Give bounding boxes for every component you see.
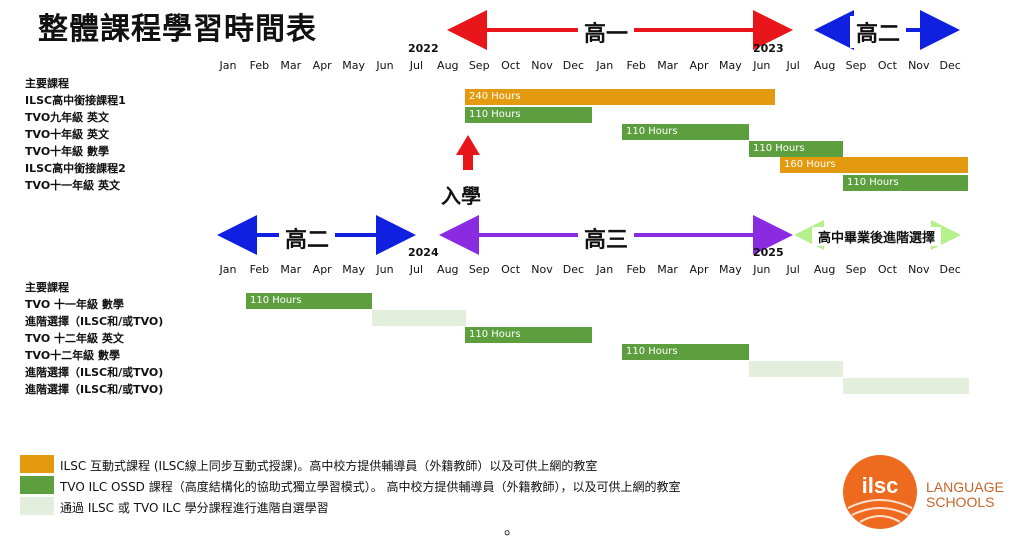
month-label: Apr (312, 263, 332, 276)
course-label: ILSC高中銜接課程2 (25, 162, 126, 175)
phase-grade10: 高一 (578, 16, 635, 48)
course-bar (749, 361, 843, 377)
page-title: 整體課程學習時間表 (38, 12, 317, 47)
logo-wordmark: LANGUAGE SCHOOLS (926, 480, 1004, 510)
month-label: Apr (689, 263, 709, 276)
month-label: Jul (409, 263, 424, 276)
course-bar: 110 Hours (622, 124, 749, 140)
month-label: Oct (877, 263, 897, 276)
month-label: Feb (626, 59, 646, 72)
month-label: Jun (376, 59, 394, 72)
month-label: May (719, 263, 742, 276)
course-bar: 110 Hours (465, 107, 592, 123)
ilsc-logo-icon: ilsc (843, 455, 917, 529)
month-label: Nov (908, 263, 930, 276)
course-bar: 110 Hours (622, 344, 749, 360)
month-label: Dec (562, 59, 585, 72)
month-label: Dec (939, 263, 961, 276)
month-label: Jul (409, 59, 424, 72)
month-label: Nov (531, 59, 553, 72)
section-header: 主要課程 (25, 77, 69, 90)
month-label: May (342, 59, 365, 72)
month-label: Dec (562, 263, 585, 276)
phase-grade11-bottom: 高二 (279, 222, 336, 254)
course-label: ILSC高中銜接課程1 (25, 94, 126, 107)
logo-line2: SCHOOLS (926, 494, 995, 510)
month-label: Oct (501, 263, 521, 276)
month-label: Feb (249, 263, 270, 276)
month-label: Jul (786, 263, 800, 276)
month-label: Nov (531, 263, 553, 276)
month-label: Aug (437, 59, 459, 72)
course-bar: 110 Hours (465, 327, 592, 343)
month-label: Oct (877, 59, 897, 72)
course-bar: 110 Hours (843, 175, 968, 191)
month-label: May (719, 59, 742, 72)
course-bar: 110 Hours (749, 141, 843, 157)
month-label: Jun (376, 263, 394, 276)
month-label: Mar (280, 263, 302, 276)
year-2025: 2025 (753, 246, 784, 259)
course-bar (843, 378, 969, 394)
phase-grade11: 高二 (850, 16, 907, 48)
legend-text: 通過 ILSC 或 TVO ILC 學分課程進行進階自選學習 (60, 501, 329, 515)
phase-grade12: 高三 (578, 222, 635, 254)
month-label: Nov (908, 59, 930, 72)
month-label: Sep (845, 263, 867, 276)
month-label: Aug (813, 59, 836, 72)
month-label: Feb (249, 59, 270, 72)
year-2022: 2022 (408, 42, 439, 55)
month-label: Aug (437, 263, 459, 276)
month-label: May (342, 263, 365, 276)
course-label: 進階選擇（ILSC和/或TVO) (25, 366, 164, 379)
course-bar: 110 Hours (246, 293, 372, 309)
legend-swatch-ilsc (20, 455, 54, 473)
month-label: Oct (501, 59, 521, 72)
course-label: TVO十一年級 英文 (25, 179, 121, 192)
course-bar (372, 310, 466, 326)
month-label: Sep (468, 263, 490, 276)
logo-line1: LANGUAGE (926, 479, 1004, 495)
month-label: Mar (280, 59, 302, 72)
section-header: 主要課程 (25, 281, 69, 294)
month-label: Aug (813, 263, 836, 276)
month-label: Jan (596, 263, 614, 276)
month-label: Apr (689, 59, 709, 72)
month-label: Sep (845, 59, 867, 72)
month-label: Jun (753, 263, 771, 276)
month-label: Dec (939, 59, 961, 72)
month-label: Jan (219, 59, 237, 72)
month-label: Jan (596, 59, 614, 72)
month-label: Jul (786, 59, 800, 72)
enrollment-label: 入學 (441, 184, 481, 208)
course-label: TVO 十一年級 數學 (25, 298, 124, 311)
course-label: 進階選擇（ILSC和/或TVO) (25, 315, 164, 328)
course-label: TVO十年級 數學 (25, 145, 110, 158)
legend-text: TVO ILC OSSD 課程（高度結構化的協助式獨立學習模式）。 高中校方提供… (60, 480, 681, 494)
course-label: TVO九年級 英文 (25, 111, 110, 124)
legend-swatch-advanced (20, 497, 54, 515)
month-label: Jan (219, 263, 237, 276)
month-label: Mar (657, 59, 678, 72)
month-label: Apr (312, 59, 332, 72)
phase-post-grad: 高中畢業後進階選擇 (812, 227, 942, 246)
logo-mark: ilsc (862, 473, 899, 498)
legend-swatch-tvo (20, 476, 54, 494)
course-label: TVO十二年級 數學 (25, 349, 121, 362)
month-label: Mar (657, 263, 678, 276)
course-bar: 240 Hours (465, 89, 775, 105)
course-bar: 160 Hours (780, 157, 968, 173)
footer-mark: 。 (504, 519, 521, 538)
year-2024: 2024 (408, 246, 439, 259)
course-label: 進階選擇（ILSC和/或TVO) (25, 383, 164, 396)
course-label: TVO 十二年級 英文 (25, 332, 124, 345)
year-2023: 2023 (753, 42, 784, 55)
course-label: TVO十年級 英文 (25, 128, 110, 141)
month-label: Sep (468, 59, 490, 72)
month-label: Jun (753, 59, 771, 72)
month-label: Feb (626, 263, 646, 276)
legend-text: ILSC 互動式課程 (ILSC線上同步互動式授課)。高中校方提供輔導員（外籍教… (60, 459, 598, 473)
enrollment-arrow-icon (456, 135, 480, 170)
